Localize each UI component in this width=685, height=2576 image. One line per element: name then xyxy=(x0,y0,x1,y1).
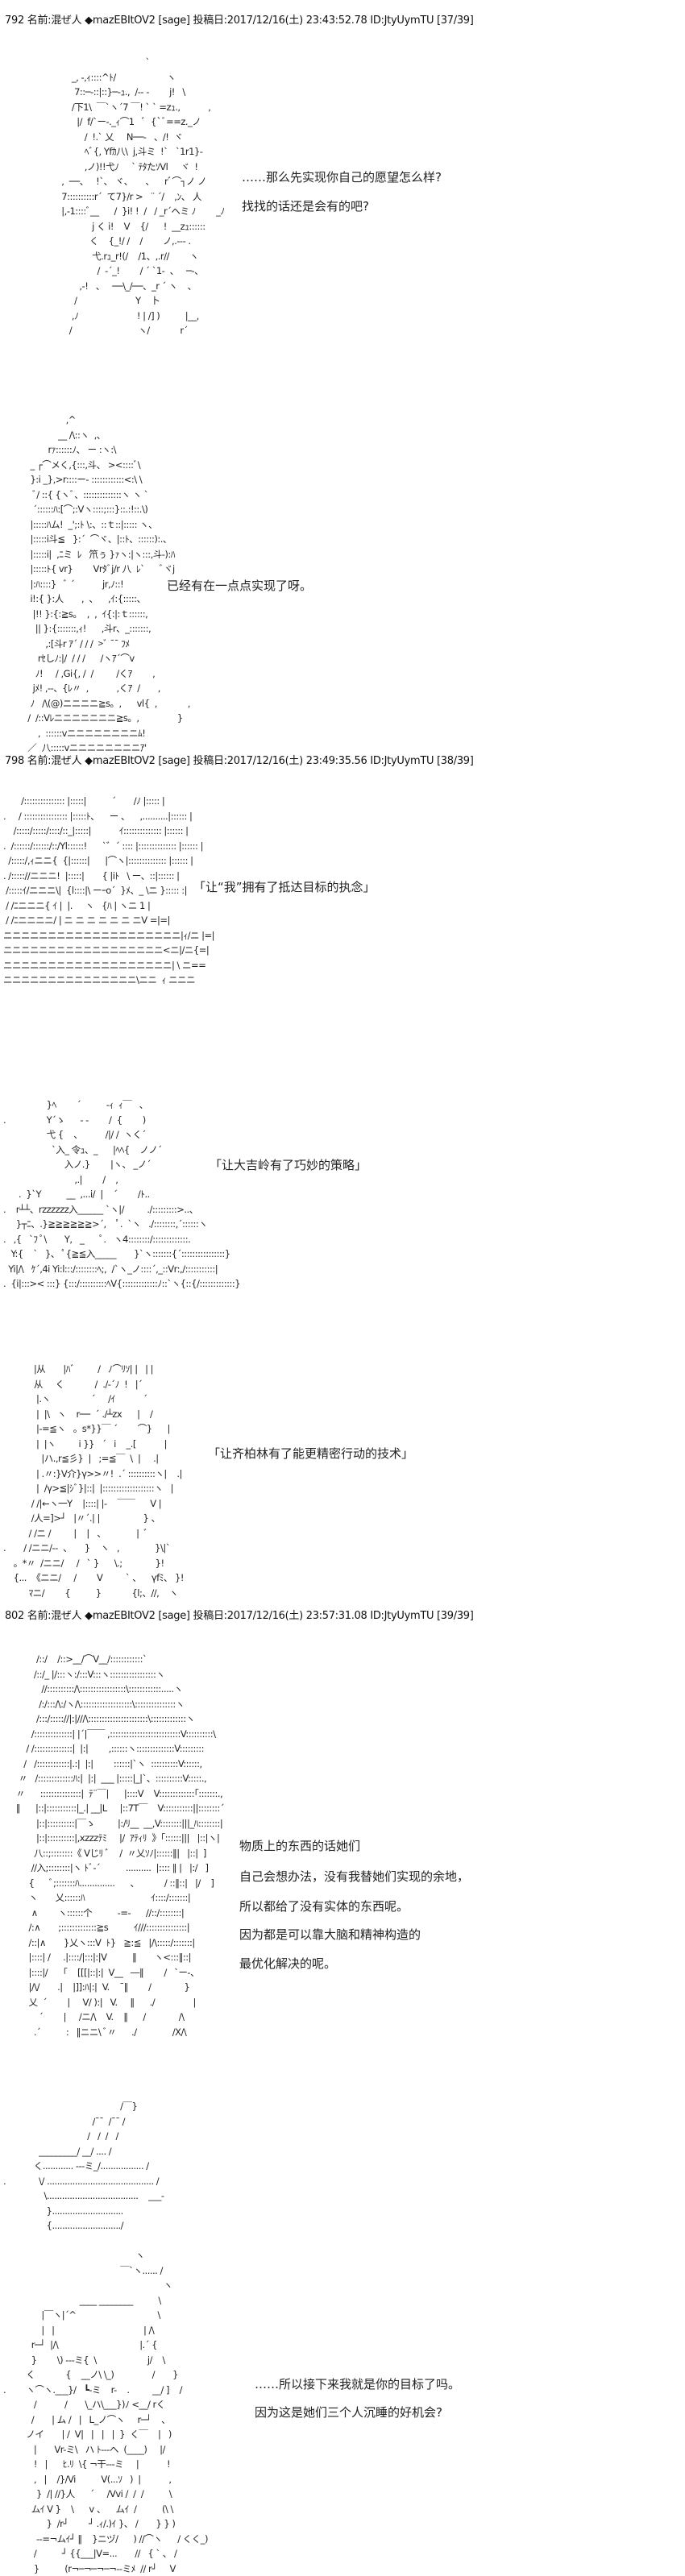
post-header: 798 名前:混ぜ人 ◆mazEBItOV2 [sage] 投稿日:2017/1… xyxy=(5,755,474,767)
ascii-art: |从 |ﾊﾞ / ﾉ⌒ﾘｿ| | | | 从 く / ./-´ﾉ ! |´ |.… xyxy=(3,1363,184,1599)
ascii-art: ,^ __ /\::ヽ ,、 rｧ::::::ﾉ、 ー :ヽ:\ _ ┌⌒メく,… xyxy=(27,414,190,753)
dialogue-line: 所以都给了没有实体的东西呢。 xyxy=(239,1899,409,1914)
ascii-art: /￣} /¯¯ /¯¯ / / / / / _________/ __/ ...… xyxy=(3,2101,209,2574)
ascii-art: ` _, -,ｨ::::^ﾄ/ ヽ 7::─-::|::}─‐ｭ., /-- -… xyxy=(61,56,225,336)
dialogue-line: 找找的话还是会有的吧? xyxy=(242,199,369,214)
dialogue-line: 物质上的东西的话她们 xyxy=(239,1839,361,1853)
dialogue-line: 「让“我”拥有了抵达目标的执念」 xyxy=(193,880,376,894)
dialogue-line: 「让齐柏林有了能更精密行动的技术」 xyxy=(208,1446,414,1461)
post-header: 802 名前:混ぜ人 ◆mazEBItOV2 [sage] 投稿日:2017/1… xyxy=(5,1610,474,1622)
dialogue-line: 已经有在一点点实现了呀。 xyxy=(167,579,313,593)
dialogue-line: ……那么先实现你自己的愿望怎么样? xyxy=(242,170,442,185)
dialogue-line: 「让大吉岭有了巧妙的策略」 xyxy=(210,1158,367,1172)
dialogue-line: ……所以接下来我就是你的目标了吗。 xyxy=(255,2377,461,2391)
dialogue-line: 自己会想办法，没有我替她们实现的余地， xyxy=(239,1869,470,1884)
dialogue-line: 因为这是她们三个人沉睡的好机会? xyxy=(255,2405,442,2420)
post-header: 792 名前:混ぜ人 ◆mazEBItOV2 [sage] 投稿日:2017/1… xyxy=(5,15,474,27)
ascii-art: /::::::::::::::: |:::::| ´ /ﾉ |::::: | .… xyxy=(3,795,215,985)
ascii-art: /::/ /::>__/⌒V__/::::::::::::` /::/_ |/:… xyxy=(15,1653,225,2038)
dialogue-line: 因为都是可以靠大脑和精神构造的 xyxy=(239,1927,421,1942)
ascii-art: }ﾍ ´ -ｨ ｨ￣ 、 . Y´ゝ - - / { ) 弋 { 、 /|/ /… xyxy=(3,1099,241,1289)
dialogue-line: 最优化解决的呢。 xyxy=(239,1956,337,1971)
